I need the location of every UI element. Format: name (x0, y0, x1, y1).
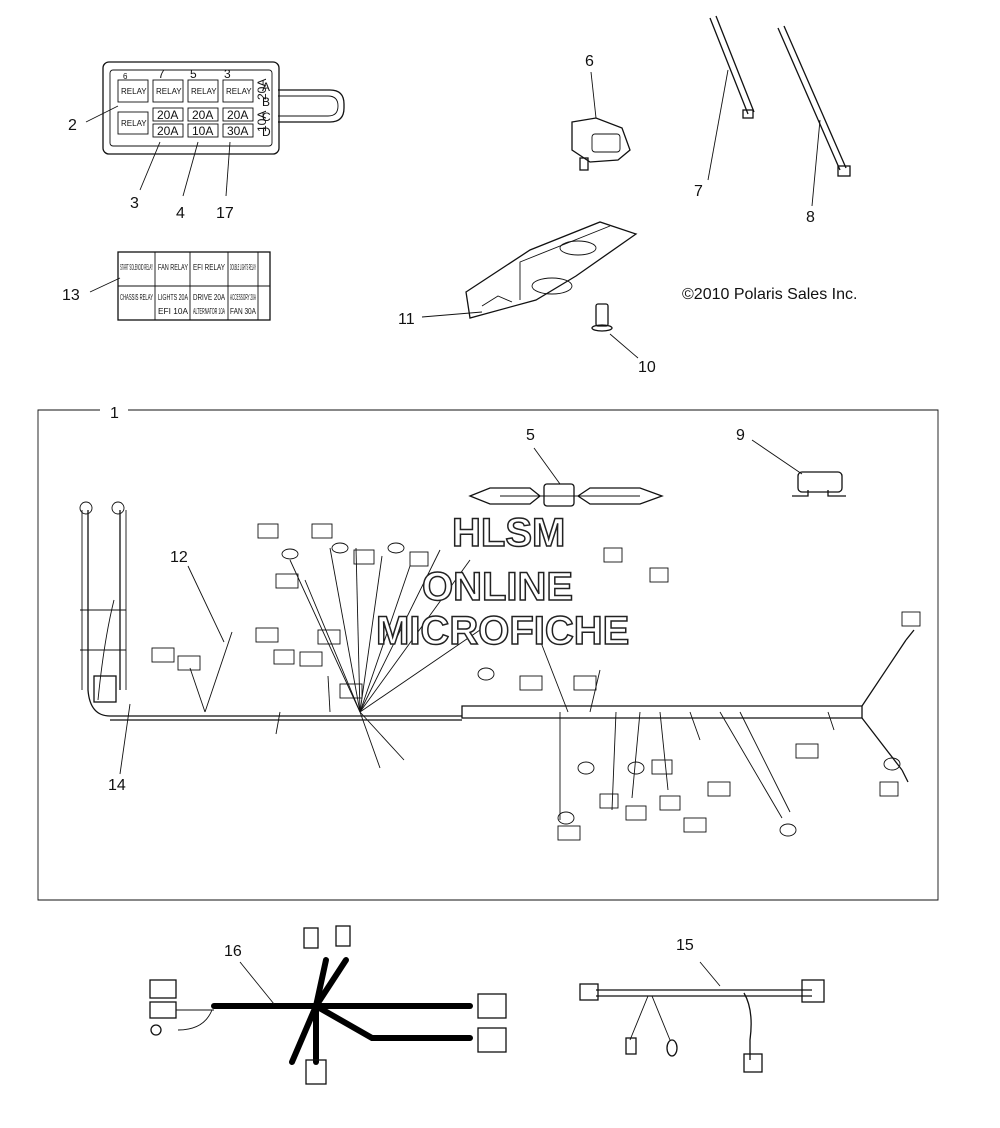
fuse-decal: START SOLENOID RELAY FAN RELAY EFI RELAY… (117, 251, 271, 321)
callout-number: 14 (108, 777, 126, 794)
callout-number: 13 (62, 287, 80, 304)
fuse-rating-side: 10A (255, 111, 269, 132)
harness-connectors (79, 501, 921, 841)
sub-harness-16 (149, 925, 507, 1085)
callout-number: 7 (694, 183, 703, 200)
slot-label: 5 (190, 67, 197, 81)
callout-number: 11 (398, 311, 415, 328)
relay-label: RELAY (226, 87, 252, 96)
watermark-line: HLSM (452, 511, 565, 555)
decal-cell: FAN RELAY (158, 263, 188, 272)
slot-label: 7 (158, 67, 165, 81)
connector-part (571, 71, 631, 171)
callout-number: 5 (526, 427, 535, 444)
fuse-rating: 10A (192, 124, 213, 138)
decal-cell: FAN 30A (230, 307, 257, 316)
relay-label: RELAY (121, 87, 147, 96)
cable-ties (707, 15, 851, 207)
copyright-text: ©2010 Polaris Sales Inc. (682, 286, 858, 303)
row-letter: D (262, 125, 271, 139)
relay-label: RELAY (121, 119, 147, 128)
decal-cell: CHASSIS RELAY (120, 293, 153, 302)
inline-fuse-holder (468, 447, 664, 507)
callout-number: 10 (638, 359, 656, 376)
decal-cell: EFI RELAY (193, 263, 226, 272)
harness-frame (37, 409, 939, 901)
fuse-rating: 20A (157, 124, 178, 138)
row-letter: C (262, 110, 271, 124)
callout-number: 3 (130, 195, 139, 212)
sub-harness-15 (579, 961, 825, 1073)
slot-label: 6 (123, 72, 128, 81)
fuse-rating-side: 20A (255, 79, 269, 100)
row-letter: A (262, 80, 270, 94)
fuse-rating: 20A (227, 108, 248, 122)
row-letter: B (262, 95, 270, 109)
callout-number: 12 (170, 549, 188, 566)
callout-number: 9 (736, 427, 745, 444)
relay-label: RELAY (191, 87, 217, 96)
callout-number: 8 (806, 209, 815, 226)
decal-cell: ALTERNATOR 10A (193, 307, 225, 316)
callout-number: 4 (176, 205, 185, 222)
watermark: HLSM ONLINE MICROFICHE (375, 510, 630, 654)
watermark-line: MICROFICHE (376, 609, 629, 653)
callout-number: 16 (224, 943, 242, 960)
decal-cell: DRIVE 20A (193, 293, 226, 302)
callout-number: 2 (68, 117, 77, 134)
callout-number: 1 (110, 405, 119, 422)
relay-label: RELAY (156, 87, 182, 96)
fuse-rating: 20A (157, 108, 178, 122)
main-harness-wiring (80, 510, 915, 820)
screw-part (591, 303, 613, 332)
callout-number: 6 (585, 53, 594, 70)
fuse-rating: 30A (227, 124, 248, 138)
decal-cell: ACCESSORY 20A (230, 293, 256, 302)
fuse-relay-box: 6 7 5 3 A B C D RELAY RELAY RELAY RELAY … (102, 61, 345, 155)
callout-number: 15 (676, 937, 694, 954)
slot-label: 3 (224, 67, 231, 81)
watermark-line: ONLINE (422, 565, 573, 609)
decal-cell: LIGHTS 20A (158, 293, 188, 302)
connector-cap (751, 439, 846, 497)
fuse-rating: 20A (192, 108, 213, 122)
mounting-bracket (465, 221, 638, 319)
decal-cell: DOUBLE LIGHTS RELAY (230, 263, 256, 272)
callout-number: 17 (216, 205, 234, 222)
decal-cell: START SOLENOID RELAY (120, 263, 153, 272)
decal-cell: EFI 10A (158, 307, 189, 316)
